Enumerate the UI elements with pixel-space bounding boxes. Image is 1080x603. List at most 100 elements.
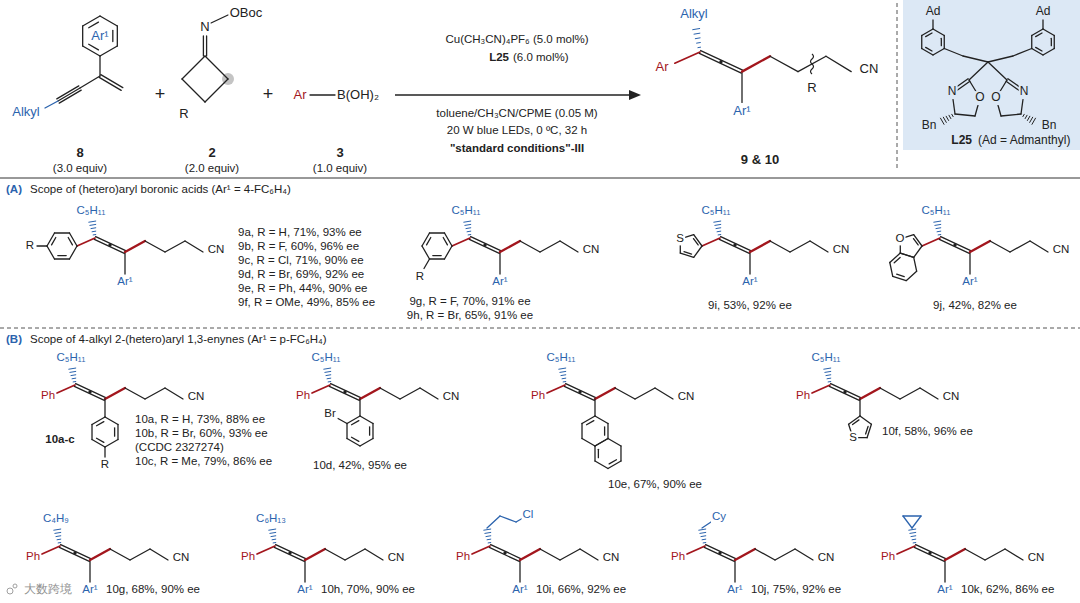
bond-line [795, 549, 813, 560]
compound-data: 10a, R = H, 73%, 88% ee [135, 413, 265, 426]
aryl-label: Ph [795, 389, 811, 402]
bond-line [944, 49, 963, 57]
hashed-bond [694, 33, 700, 35]
bond-line [547, 385, 565, 393]
ring-bond [598, 449, 599, 457]
compound-data: (CCDC 2327274) [135, 441, 224, 454]
bond-line [595, 388, 615, 399]
compound-data: 9g, R = F, 70%, 91% ee [409, 295, 530, 308]
hashed-bond [272, 539, 276, 541]
hashed-bond [56, 535, 61, 537]
compound-number: 3 [336, 146, 343, 161]
hashed-bond [941, 118, 945, 124]
compound-number: 2 [208, 146, 215, 161]
alkyl-label: C₅H₁₁ [700, 204, 731, 217]
bond-line [770, 241, 790, 252]
hashed-bond [695, 37, 700, 39]
bond-line [702, 238, 720, 246]
atom-label: Bn [921, 119, 938, 133]
atom-label: CN [942, 390, 961, 403]
separator-line [0, 328, 1080, 329]
bond-line [305, 549, 325, 560]
compound-data: 9e, R = Ph, 44%, 90% ee [238, 282, 367, 295]
allene-dot [108, 243, 111, 246]
hashed-bond [946, 116, 948, 120]
atom-label: S [675, 232, 685, 245]
bond-line [560, 549, 580, 560]
bond-line [750, 241, 770, 252]
ring-bond [117, 425, 118, 440]
ring-bond [433, 255, 441, 256]
hashed-bond [91, 227, 96, 229]
ring-bond [422, 246, 430, 259]
ring-bond [58, 255, 66, 256]
ring-bond [900, 253, 913, 257]
bond-line [880, 388, 900, 399]
alkyl-label: C₄H₉ [42, 512, 70, 525]
bond-line [99, 77, 121, 90]
ring-bond [445, 233, 453, 246]
ring-bond [70, 246, 78, 259]
ring-bond [443, 238, 447, 245]
bond-line [61, 545, 91, 559]
bond-line [182, 56, 205, 79]
aryl-label: Ar¹ [91, 29, 108, 44]
ring-bond [97, 422, 104, 426]
bond-line [99, 56, 100, 76]
compound-number: 8 [76, 146, 83, 161]
alkyl-label: C₅H₁₁ [55, 351, 86, 364]
bond-line [564, 386, 594, 400]
ring-bond [445, 246, 453, 259]
bond-line [489, 547, 519, 561]
bond-line [325, 549, 345, 560]
bond-line [37, 245, 47, 246]
bond-line [76, 384, 106, 398]
allene-dot [578, 390, 581, 393]
hashed-bond [486, 535, 491, 537]
hashed-bond [943, 117, 946, 122]
compound-data: 9j, 42%, 82% ee [933, 299, 1017, 312]
atom-label: CN [387, 551, 406, 564]
ring-bond [1051, 38, 1052, 45]
condition-label: "standard conditions"-III [450, 142, 584, 155]
hashed-bond [909, 529, 916, 530]
ring-bond [82, 26, 83, 46]
bond-line [59, 547, 89, 561]
bond-line [701, 51, 743, 71]
ring-bond [933, 49, 944, 56]
compound-data: 9f, R = OMe, 49%, 85% ee [238, 296, 375, 309]
hashed-bond [698, 47, 701, 48]
atom-label: O [974, 91, 985, 105]
bond-line [699, 53, 741, 73]
bond-line [990, 241, 1010, 252]
ring-bond [91, 425, 92, 440]
ring-bond [913, 239, 918, 245]
bond-line [45, 101, 58, 108]
bond-line [826, 56, 851, 71]
atom-label: N [199, 20, 210, 35]
hashed-bond [73, 381, 76, 382]
bond-line [903, 516, 912, 528]
bond-line [903, 515, 921, 516]
bond-line [59, 90, 81, 103]
aryl-label: Ar¹ [741, 275, 758, 288]
bond-line [125, 241, 145, 252]
bond-line [859, 399, 860, 416]
ligand-panel: AdAdNONOBnBnL25(Ad = Admanthyl) [903, 0, 1080, 150]
bond-line [257, 546, 275, 554]
bond-line [704, 547, 734, 561]
ring-bond [112, 30, 113, 41]
ring-bond [894, 257, 900, 262]
ring-bond [587, 421, 594, 425]
ring-bond [849, 416, 860, 424]
bond-line [472, 546, 490, 554]
hashed-bond [269, 529, 276, 530]
atom-label: S [848, 431, 858, 444]
bond-line [831, 384, 861, 398]
alkyl-label: C₅H₁₁ [920, 204, 951, 217]
ring-bond [89, 44, 99, 50]
ring-bond [70, 233, 78, 246]
bond-line [203, 36, 204, 56]
bond-line [969, 62, 988, 80]
hashed-bond [324, 368, 331, 369]
